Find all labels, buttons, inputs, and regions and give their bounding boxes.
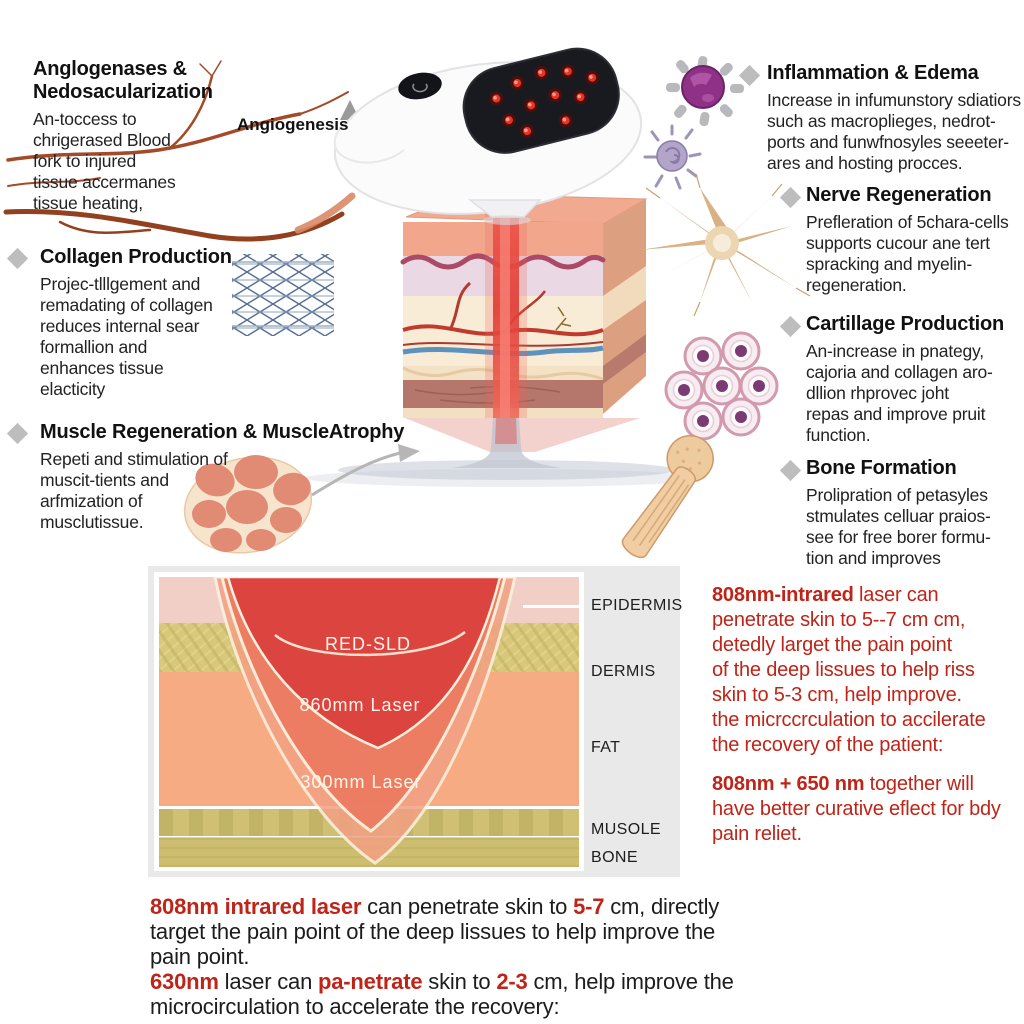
nerve-cell-icon: [640, 173, 811, 317]
feature-body: Prefleration of 5chara-cells supports cu…: [806, 212, 1009, 295]
bottom-note-paragraph-2: 630nm laser can pa-netrate skin to 2-3 c…: [150, 969, 810, 1019]
skin-layers-diagram: [154, 572, 584, 871]
feature-cartilage: Cartillage Production An-increase in pna…: [779, 313, 1024, 446]
feature-title: Anglogenases & Nedosacularization: [33, 58, 213, 103]
layer-label-fat: FAT: [591, 739, 621, 756]
layer-label-muscle: MUSOLE: [591, 821, 661, 838]
muscle-bundle-icon: [183, 455, 313, 554]
feature-title: Collagen Production: [40, 246, 232, 268]
red-note: 808nm-intrared laser can penetrate skin …: [712, 583, 1024, 861]
red-note-paragraph-1: 808nm-intrared laser can penetrate skin …: [712, 583, 1024, 758]
beam-label-860: 860mm Laser: [299, 695, 421, 715]
bottom-note-630-lead: 630nm: [150, 969, 219, 994]
diamond-bullet-icon: [6, 422, 29, 445]
angiogenesis-label: Angiogenesis: [237, 115, 349, 134]
led-array-icon: [489, 64, 600, 139]
feature-bone: Bone Formation Prolipration of petasyles…: [779, 457, 1024, 569]
red-sld-arc: [274, 631, 466, 657]
laser-beam-icon: [338, 195, 674, 480]
feature-nerve: Nerve Regeneration Prefleration of 5char…: [779, 184, 1024, 296]
red-note-rest-2: together will have better curative eflec…: [712, 773, 1001, 845]
macrophage-cell-icon: [666, 56, 744, 127]
epidermis-callout-line: [523, 605, 579, 608]
bottom-note-penetrate: pa-netrate: [318, 969, 423, 994]
red-note-lead-1: 808nm-intrared: [712, 584, 854, 606]
feature-angiogenesis: Anglogenases & Nedosacularization An-toc…: [33, 58, 258, 214]
feature-body: Projec-tlllgement and remadating of coll…: [40, 274, 213, 399]
bottom-note-808-lead: 808nm intrared laser: [150, 894, 362, 919]
red-note-rest-1: laser can penetrate skin to 5--7 cm cm, …: [712, 584, 986, 756]
blood-vessels-icon: [3, 60, 356, 242]
device-button-icon: [398, 72, 442, 100]
feature-muscle: Muscle Regeneration & MuscleAtrophy Repe…: [6, 421, 470, 533]
feature-title: Inflammation & Edema: [767, 62, 979, 84]
layer-label-dermis: DERMIS: [591, 663, 656, 680]
bottom-note-text: laser can: [218, 969, 319, 994]
feature-collagen: Collagen Production Projec-tlllgement an…: [6, 246, 280, 400]
diamond-bullet-icon: [779, 315, 802, 338]
diamond-bullet-icon: [779, 186, 802, 209]
layer-label-epidermis: EPIDERMIS: [591, 597, 683, 614]
small-cell-icon: [643, 124, 702, 190]
bone-icon: [621, 435, 714, 558]
diamond-bullet-icon: [6, 247, 29, 270]
bottom-note-paragraph-1: 808nm intrared laser can penetrate skin …: [150, 894, 810, 969]
feature-title: Cartillage Production: [806, 313, 1005, 335]
bottom-note-depth-2-3: 2-3: [496, 969, 528, 994]
beam-red-sld-outline: [226, 577, 502, 750]
layer-label-bone: BONE: [591, 849, 638, 866]
laser-device-icon: [333, 47, 643, 225]
feature-title: Bone Formation: [806, 457, 957, 479]
penetration-panel: RED-SLD 860mm Laser 300mm Laser EPIDERMI…: [148, 566, 683, 877]
red-note-paragraph-2: 808nm + 650 nm together will have better…: [712, 772, 1024, 847]
beam-label-red-sld: RED-SLD: [324, 634, 412, 654]
collagen-mesh-icon: [232, 254, 334, 336]
bottom-note-text: skin to: [422, 969, 497, 994]
feature-body: Repeti and stimulation of muscit-tients …: [40, 449, 228, 532]
red-note-lead-2: 808nm + 650 nm: [712, 773, 865, 795]
beam-label-300: 300mm Laser: [300, 772, 422, 792]
cartilage-cells-icon: [664, 331, 779, 441]
feature-body: Prolipration of petasyles stmulates cell…: [806, 485, 991, 568]
penetration-beams: [213, 577, 517, 865]
diamond-bullet-icon: [738, 64, 761, 87]
bottom-note-text: cm, help improve the microcirculation to…: [150, 969, 734, 1019]
feature-body: An-toccess to chrigerased Blood fork to …: [33, 109, 176, 213]
feature-inflammation: Inflammation & Edema Increase in infumun…: [738, 62, 1024, 174]
feature-title: Nerve Regeneration: [806, 184, 992, 206]
bottom-note-depth-5-7: 5-7: [573, 894, 605, 919]
bottom-note-text: can penetrate skin to: [361, 894, 574, 919]
feature-title: Muscle Regeneration & MuscleAtrophy: [40, 421, 405, 443]
diamond-bullet-icon: [779, 459, 802, 482]
bottom-note: 808nm intrared laser can penetrate skin …: [150, 894, 810, 1019]
bottom-note-text: cm, directly target the pain point of th…: [150, 894, 720, 969]
feature-body: An-increase in pnategy, cajoria and coll…: [806, 341, 993, 445]
feature-body: Increase in infumunstory sdiatiors such …: [767, 90, 1021, 173]
curved-arrow-icon: [311, 444, 420, 497]
